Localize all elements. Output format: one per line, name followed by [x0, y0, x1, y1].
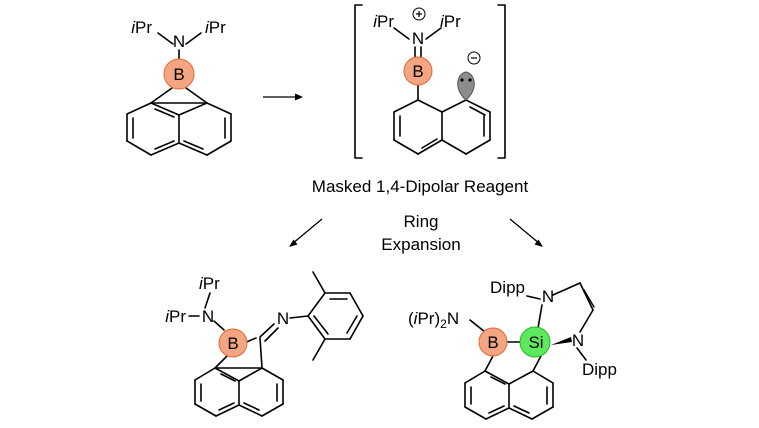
- ipr-top-left-product: iPr: [199, 274, 220, 293]
- bracket-right: [497, 4, 506, 159]
- ipr-left-label: iPr: [131, 18, 152, 37]
- reagent-caption: Masked 1,4-Dipolar Reagent: [312, 177, 529, 196]
- dipp-bottom-label: Dipp: [582, 360, 617, 379]
- carbanion-lone-pair-icon: [457, 71, 475, 101]
- imine-nitrogen-left-product: N: [277, 309, 289, 328]
- nitrogen-bottom-right-product: N: [572, 331, 584, 350]
- reagent-structure: B N iPr iPr: [126, 18, 232, 156]
- boron-label-left-product: B: [227, 334, 238, 353]
- boron-label-intermediate: B: [412, 62, 423, 81]
- positive-charge-icon: [412, 7, 426, 21]
- wedge-bond: [551, 337, 572, 345]
- nitrogen-label-intermediate: N: [412, 29, 424, 48]
- nitrogen-top-right-product: N: [542, 287, 554, 306]
- silicon-label: Si: [528, 333, 543, 352]
- bracket-left: [354, 4, 363, 159]
- right-product-structure: B Si N N Dipp Dipp (iPr)2N: [408, 278, 617, 420]
- ring-expansion-caption-line2: Expansion: [381, 235, 460, 254]
- boron-highlight-intermediate: [403, 56, 433, 86]
- boron-label: B: [173, 65, 184, 84]
- nitrogen-label: N: [173, 32, 185, 51]
- boron-highlight-left-product: [218, 328, 248, 358]
- boron-highlight: [163, 58, 195, 90]
- diisopropylamino-label: (iPr)2N: [408, 309, 459, 331]
- intermediate-bonds: [393, 27, 491, 155]
- arrow-to-intermediate: [263, 93, 303, 101]
- ring-expansion-caption-line1: Ring: [404, 212, 439, 231]
- intermediate-structure: B N iPr iPr: [354, 4, 506, 159]
- boron-label-right-product: B: [487, 333, 498, 352]
- silicon-highlight: [519, 326, 551, 358]
- left-product-structure: B N N iPr iPr: [165, 271, 364, 417]
- ipr-left-label-intermediate: iPr: [373, 12, 394, 31]
- arrow-to-left-product: [289, 218, 323, 247]
- ipr-right-label: iPr: [205, 18, 226, 37]
- left-product-bonds: [188, 271, 364, 417]
- ipr-right-label-intermediate: iPr: [440, 12, 461, 31]
- right-product-bonds: [464, 282, 595, 420]
- amine-nitrogen-left-product: N: [202, 307, 214, 326]
- negative-charge-icon: [467, 51, 481, 65]
- reagent-bonds: [126, 32, 232, 156]
- arrow-to-right-product: [509, 218, 543, 247]
- ipr-side-left-product: iPr: [165, 307, 186, 326]
- boron-highlight-right-product: [478, 327, 508, 357]
- dipp-top-label: Dipp: [490, 278, 525, 297]
